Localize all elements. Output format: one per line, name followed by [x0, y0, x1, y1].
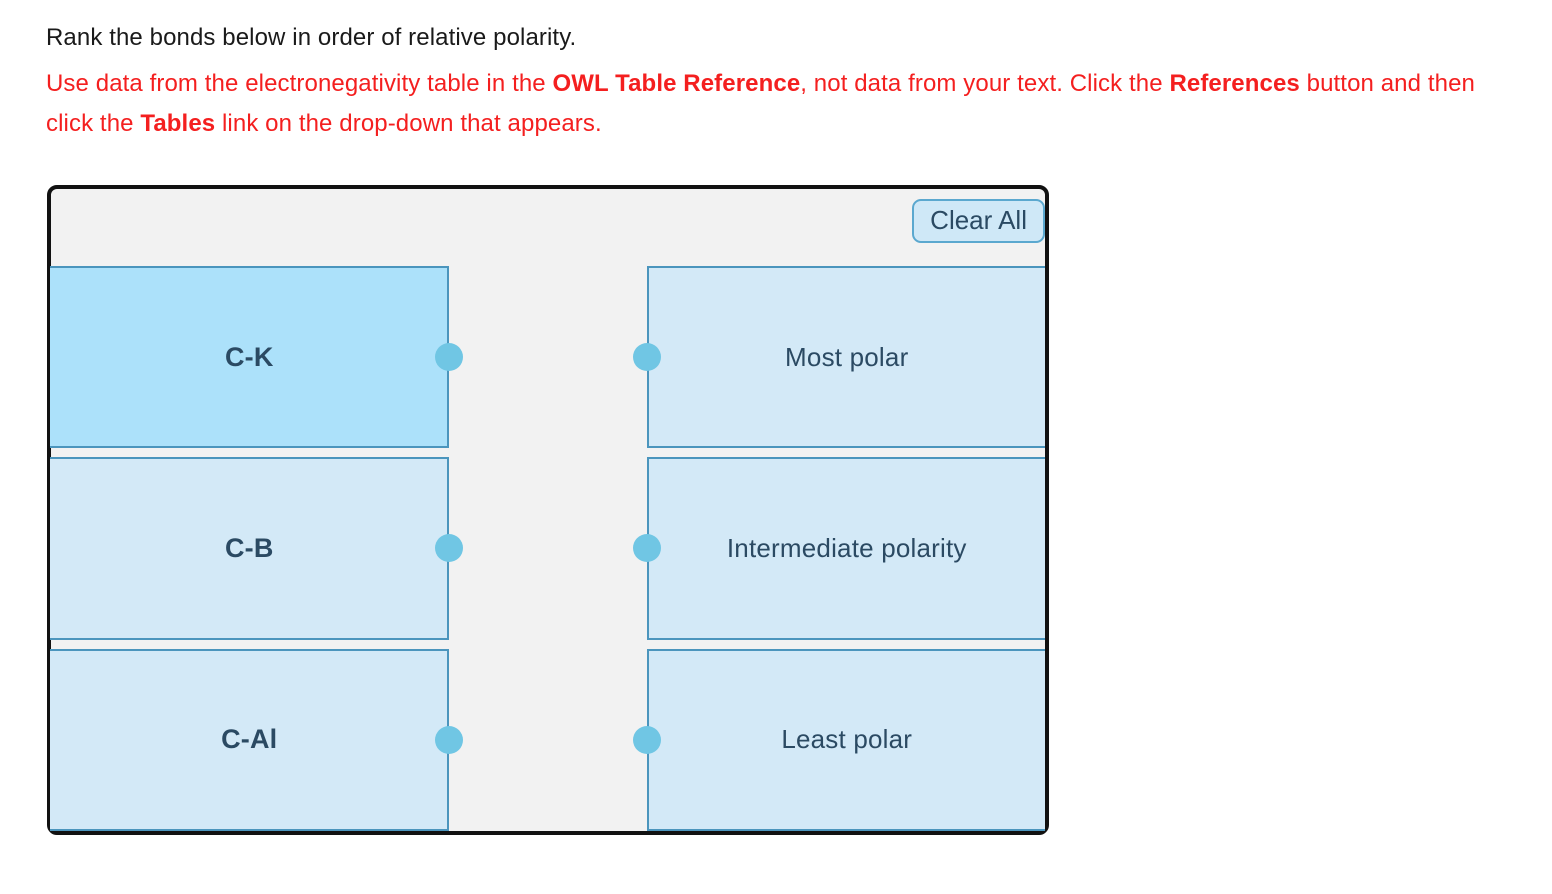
clear-all-button[interactable]: Clear All [912, 199, 1045, 243]
polarity-tile-2[interactable]: Least polar [632, 648, 1045, 831]
instruction-part-2: , not data from your text. Click the [800, 70, 1170, 97]
prompt-section: Rank the bonds below in order of relativ… [0, 0, 1552, 144]
instruction-bold-tables: Tables [140, 110, 216, 137]
polarity-column: Most polar Intermediate polarity Least p… [632, 266, 1045, 831]
bond-tile-0[interactable]: C-K [50, 266, 463, 449]
bond-tile-label: C-K [224, 341, 274, 372]
bond-tile-1[interactable]: C-B [50, 457, 463, 640]
connector-knob-icon[interactable] [434, 725, 463, 754]
instruction-part-3: button and then click the [46, 70, 1475, 137]
polarity-tile-label: Least polar [781, 724, 913, 755]
instruction-bold-references: References [1169, 70, 1300, 97]
matching-widget: Clear All C-K C-B C-Al Most polar [47, 185, 1049, 835]
polarity-tile-label: Most polar [785, 341, 909, 372]
bond-tile-label: C-Al [221, 724, 278, 755]
instruction-part-1: Use data from the electronegativity tabl… [46, 70, 553, 97]
instruction-text: Use data from the electronegativity tabl… [46, 64, 1526, 144]
instruction-part-4: link on the drop-down that appears. [215, 110, 602, 137]
bond-tile-2[interactable]: C-Al [50, 648, 463, 831]
connector-knob-icon[interactable] [434, 343, 463, 372]
connector-knob-icon[interactable] [632, 343, 661, 372]
connector-knob-icon[interactable] [434, 534, 463, 563]
polarity-tile-label: Intermediate polarity [726, 532, 967, 563]
match-columns: C-K C-B C-Al Most polar Intermediate pol… [50, 266, 1045, 831]
page-title: Rank the bonds below in order of relativ… [46, 24, 577, 51]
connector-knob-icon[interactable] [632, 534, 661, 563]
polarity-tile-1[interactable]: Intermediate polarity [632, 457, 1045, 640]
connector-knob-icon[interactable] [632, 725, 661, 754]
polarity-tile-0[interactable]: Most polar [632, 266, 1045, 449]
bond-column: C-K C-B C-Al [50, 266, 463, 831]
widget-toolbar: Clear All [912, 199, 1045, 255]
bond-tile-label: C-B [224, 532, 274, 563]
instruction-bold-owl-table-reference: OWL Table Reference [552, 70, 801, 97]
